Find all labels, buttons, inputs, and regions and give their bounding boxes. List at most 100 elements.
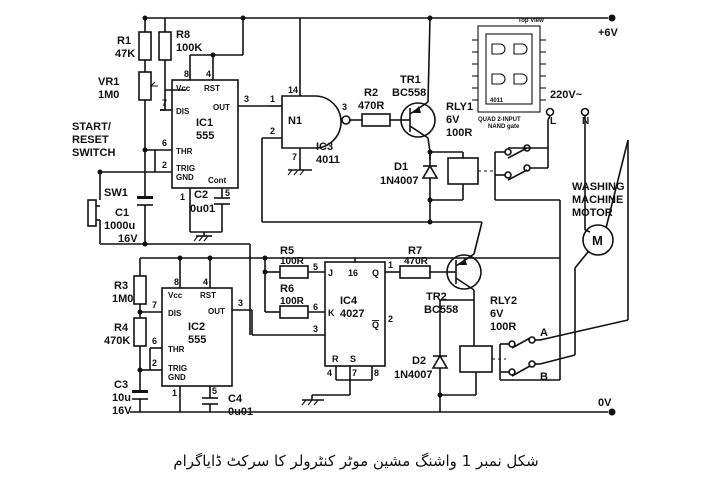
label-ic2-pin3: 3 — [238, 298, 243, 308]
label-n1-pin7: 7 — [292, 152, 297, 162]
label-rly1-volt: 6V — [446, 114, 460, 126]
label-rly2-volt: 6V — [490, 308, 504, 320]
n1-nand-gate — [261, 18, 430, 223]
label-inset-top: Top View — [518, 18, 544, 24]
label-n1-pin1: 1 — [270, 94, 275, 104]
label-n1-pin2: 2 — [270, 126, 275, 136]
label-ic1-cont: Cont — [208, 176, 227, 185]
label-c2: C2 — [194, 189, 208, 201]
label-ic4-j: J — [328, 268, 333, 278]
label-r1-value: 47K — [115, 48, 135, 60]
rly2-section — [431, 258, 629, 412]
label-c3: C3 — [114, 379, 128, 391]
label-r5-value: 100R — [280, 256, 305, 267]
label-vr1-value: 1M0 — [98, 89, 119, 101]
label-ic4-pin8: 8 — [374, 368, 379, 378]
4011-pinout-inset — [472, 25, 546, 113]
label-ic2-pin7: 7 — [152, 300, 157, 310]
label-tr1: TR1 — [400, 74, 421, 86]
label-ic4-pin6: 6 — [313, 302, 318, 312]
label-ic2: IC2 — [188, 321, 205, 333]
label-ic1-gnd: GND — [176, 173, 194, 182]
label-ic2-pin5: 5 — [212, 386, 217, 396]
label-r1: R1 — [117, 35, 131, 47]
label-c1-voltage: 16V — [118, 233, 138, 245]
label-c3-voltage: 16V — [112, 405, 132, 417]
label-ic4-pin2: 2 — [388, 314, 393, 324]
label-terminal-a: A — [540, 327, 548, 339]
label-ic1-pin8: 8 — [184, 69, 189, 79]
label-r7-value: 470R — [404, 256, 429, 267]
label-ic2-out: OUT — [208, 307, 225, 316]
label-ic2-pin6: 6 — [152, 336, 157, 346]
label-machine: MACHINE — [572, 194, 623, 206]
label-ic1-out: OUT — [213, 103, 230, 112]
label-switch: SWITCH — [72, 147, 115, 159]
label-ic4-pin7: 7 — [352, 368, 357, 378]
label-ic4-pin16: 16 — [348, 268, 358, 278]
power-rails — [130, 14, 616, 416]
mains-and-motor — [545, 107, 629, 355]
label-ic2-dis: DIS — [168, 309, 182, 318]
label-ic2-pin4: 4 — [203, 277, 208, 287]
label-ic4-pin4: 4 — [327, 368, 332, 378]
label-ic1-dis: DIS — [176, 107, 190, 116]
label-rly1-res: 100R — [446, 127, 472, 139]
label-d1: D1 — [394, 161, 408, 173]
label-rly2: RLY2 — [490, 295, 517, 307]
label-terminal-b: B — [540, 371, 548, 383]
label-r2-value: 470R — [358, 100, 384, 112]
label-c3-value: 10u — [112, 392, 131, 404]
label-ic1: IC1 — [196, 117, 213, 129]
label-tr2-value: BC558 — [424, 304, 458, 316]
ic2-section — [132, 244, 560, 412]
label-vr1: VR1 — [98, 76, 119, 88]
label-ic1-pin4: 4 — [206, 69, 211, 79]
label-ic4-r: R — [332, 354, 339, 364]
label-n1-pin3: 3 — [342, 102, 347, 112]
label-ic1-vcc: Vcc — [176, 84, 191, 93]
label-r4: R4 — [114, 322, 129, 334]
label-c1: C1 — [115, 207, 129, 219]
ic1-section — [87, 18, 268, 247]
component-labels: R1 47K R8 100K VR1 1M0 START/ RESET SWIT… — [72, 18, 625, 418]
label-ic2-pin1: 1 — [172, 388, 177, 398]
label-tr2: TR2 — [426, 291, 447, 303]
label-ic4-value: 4027 — [340, 308, 364, 320]
label-d2: D2 — [412, 355, 426, 367]
label-c4: C4 — [228, 393, 243, 405]
label-inset-quad: QUAD 2-INPUT — [478, 117, 521, 123]
rly1-section — [421, 120, 561, 258]
label-ic4-pin1: 1 — [388, 260, 393, 270]
ic4-flipflop — [262, 258, 448, 406]
label-ic2-pin8: 8 — [174, 277, 179, 287]
label-d2-value: 1N4007 — [394, 369, 433, 381]
label-ic3: IC3 — [316, 141, 333, 153]
label-ic1-trig: TRIG — [176, 164, 195, 173]
label-r2: R2 — [364, 87, 378, 99]
label-ic2-pin2: 2 — [152, 358, 157, 368]
label-ic4-k: K — [328, 308, 335, 318]
label-r7: R7 — [408, 245, 422, 257]
label-washing: WASHING — [572, 181, 625, 193]
label-c4-value: 0u01 — [228, 406, 253, 418]
label-rly2-res: 100R — [490, 321, 516, 333]
label-r3: R3 — [114, 280, 128, 292]
label-ic1-value: 555 — [196, 130, 214, 142]
label-r3-value: 1M0 — [112, 293, 133, 305]
label-inset-chip: 4011 — [490, 98, 504, 104]
label-n1-pin14: 14 — [288, 85, 298, 95]
label-c2-value: 0u01 — [190, 203, 215, 215]
label-ic1-pin2: 2 — [162, 160, 167, 170]
label-ic2-value: 555 — [188, 334, 206, 346]
label-ic1-pin1: 1 — [180, 192, 185, 202]
label-ic4-qbar: Q — [372, 320, 379, 330]
label-rly1: RLY1 — [446, 101, 473, 113]
label-220v: 220V~ — [550, 89, 583, 101]
label-ic2-rst: RST — [200, 291, 216, 300]
label-c1-value: 1000u — [104, 220, 135, 232]
figure-caption: شکل نمبر 1 واشنگ مشین موٹر کنٹرولر کا سر… — [173, 452, 539, 470]
label-ic4: IC4 — [340, 295, 358, 307]
